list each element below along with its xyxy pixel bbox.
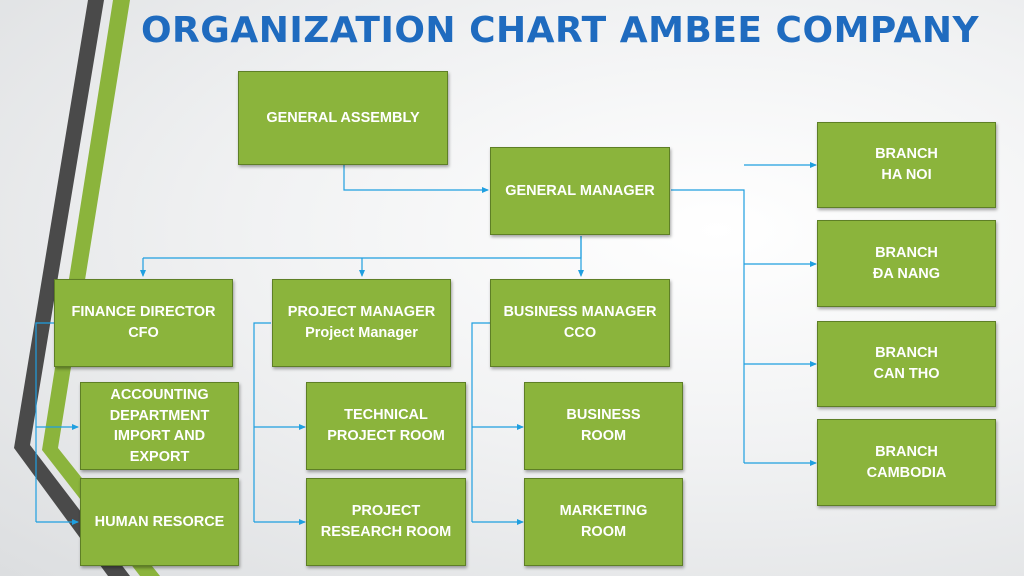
node-branch-cambodia: BRANCH CAMBODIA (817, 419, 996, 506)
node-project-manager: PROJECT MANAGER Project Manager (272, 279, 451, 367)
node-accounting-department: ACCOUNTING DEPARTMENT IMPORT AND EXPORT (80, 382, 239, 470)
dark-stripe (14, 0, 130, 576)
node-marketing-room: MARKETING ROOM (524, 478, 683, 566)
node-branch-ha-noi: BRANCH HA NOI (817, 122, 996, 208)
node-project-research-room: PROJECT RESEARCH ROOM (306, 478, 466, 566)
node-human-resource: HUMAN RESORCE (80, 478, 239, 566)
node-branch-da-nang: BRANCH ĐA NANG (817, 220, 996, 307)
node-finance-director: FINANCE DIRECTOR CFO (54, 279, 233, 367)
node-general-assembly: GENERAL ASSEMBLY (238, 71, 448, 165)
node-branch-can-tho: BRANCH CAN THO (817, 321, 996, 407)
node-business-manager: BUSINESS MANAGER CCO (490, 279, 670, 367)
green-stripe (42, 0, 160, 576)
node-general-manager: GENERAL MANAGER (490, 147, 670, 235)
node-business-room: BUSINESS ROOM (524, 382, 683, 470)
page-title: ORGANIZATION CHART AMBEE COMPANY (140, 10, 980, 51)
node-technical-project-room: TECHNICAL PROJECT ROOM (306, 382, 466, 470)
